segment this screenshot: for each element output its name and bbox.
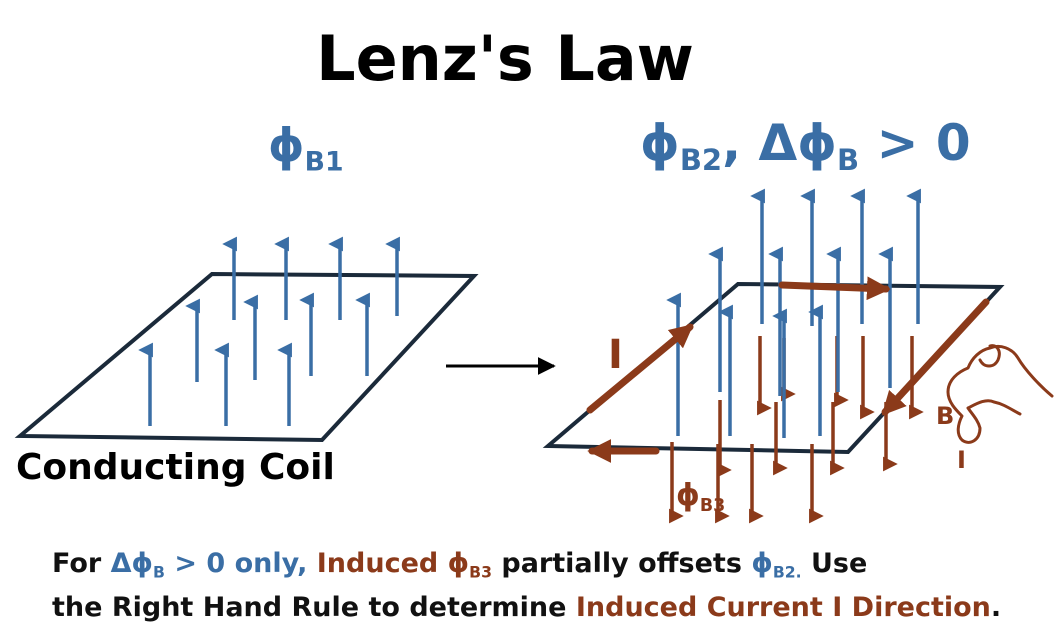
hand-i-label: I bbox=[957, 446, 966, 474]
coil-label: Conducting Coil bbox=[16, 447, 335, 488]
caption: For ΔϕB > 0 only, Induced ϕB3 partially … bbox=[52, 542, 1001, 630]
page-title: Lenz's Law bbox=[316, 22, 694, 95]
right-hand-rule-icon bbox=[946, 344, 1054, 444]
left-field-arrows bbox=[138, 236, 400, 426]
increased-field-arrows bbox=[666, 188, 921, 438]
induced-current-arrows bbox=[586, 276, 990, 463]
caption-line-2: the Right Hand Rule to determine Induced… bbox=[52, 592, 1002, 623]
final-flux-label: ϕB2, ΔϕB > 0 bbox=[640, 114, 971, 178]
caption-line-1: For ΔϕB > 0 only, Induced ϕB3 partially … bbox=[52, 548, 868, 582]
left-coil bbox=[14, 271, 479, 443]
hand-b-label: B bbox=[936, 402, 955, 430]
current-label: I bbox=[608, 332, 623, 378]
induced-flux-label: ϕB3 bbox=[676, 478, 726, 517]
initial-flux-label: ϕB1 bbox=[268, 118, 344, 178]
